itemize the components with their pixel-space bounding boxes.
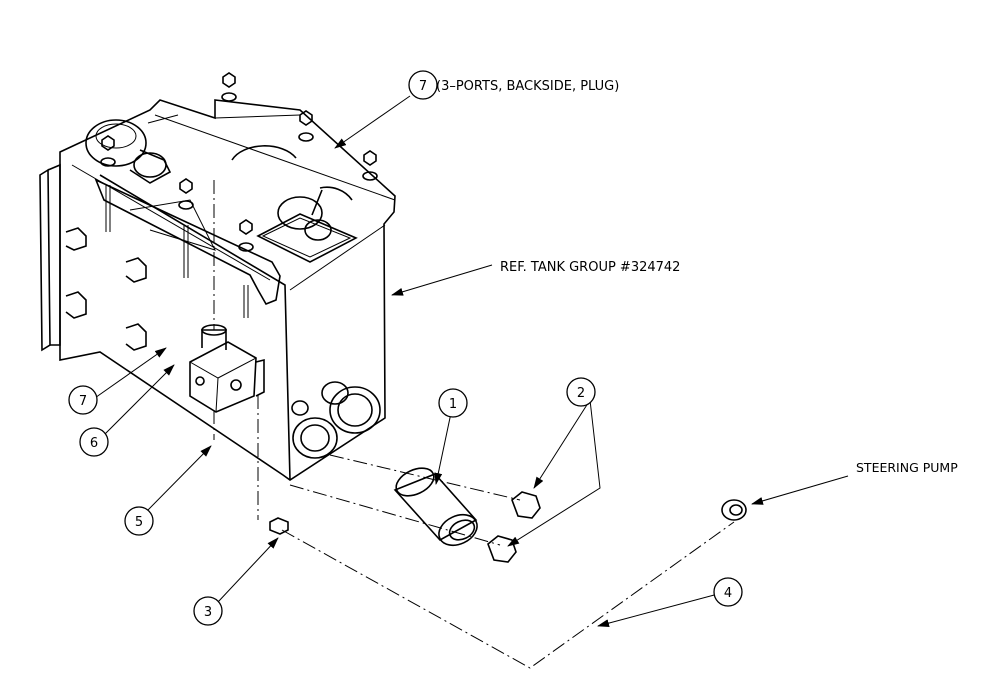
svg-text:4: 4 bbox=[724, 586, 732, 601]
callout-texts: (3–PORTS, BACKSIDE, PLUG) REF. TANK GROU… bbox=[436, 79, 958, 475]
hydraulic-tank bbox=[39, 99, 396, 481]
balloon-6: 6 bbox=[79, 427, 109, 457]
note-ports-plug-label: (3–PORTS, BACKSIDE, PLUG) bbox=[436, 79, 619, 94]
balloon-2: 2 bbox=[566, 377, 596, 407]
svg-text:7: 7 bbox=[419, 79, 427, 94]
leader-lines bbox=[91, 95, 849, 628]
balloon-5: 5 bbox=[124, 506, 154, 536]
port-plugs bbox=[487, 491, 541, 563]
balloon-3: 3 bbox=[193, 596, 223, 626]
svg-text:3: 3 bbox=[204, 605, 212, 620]
mounting-hardware bbox=[100, 72, 378, 318]
svg-text:7: 7 bbox=[79, 394, 87, 409]
fittings bbox=[269, 499, 747, 535]
suction-ports bbox=[291, 381, 381, 459]
svg-text:1: 1 bbox=[449, 397, 457, 412]
svg-text:5: 5 bbox=[135, 515, 143, 530]
item-balloons: 7 1 2 3 4 5 6 7 bbox=[68, 70, 743, 626]
return-filter-head bbox=[85, 114, 179, 184]
mounting-slots bbox=[65, 227, 147, 351]
hose-routing bbox=[213, 180, 735, 669]
balloon-7-top: 7 bbox=[408, 70, 438, 100]
filler-breather bbox=[256, 189, 358, 263]
relief-valve-block bbox=[189, 324, 265, 413]
svg-text:6: 6 bbox=[90, 436, 98, 451]
svg-text:2: 2 bbox=[577, 386, 585, 401]
ref-tank-group-label: REF. TANK GROUP #324742 bbox=[500, 260, 680, 275]
filter-element bbox=[393, 467, 478, 547]
balloon-1: 1 bbox=[438, 388, 468, 418]
steering-pump-label: STEERING PUMP bbox=[856, 460, 958, 475]
balloon-7-left: 7 bbox=[68, 385, 98, 415]
balloon-4: 4 bbox=[713, 577, 743, 607]
